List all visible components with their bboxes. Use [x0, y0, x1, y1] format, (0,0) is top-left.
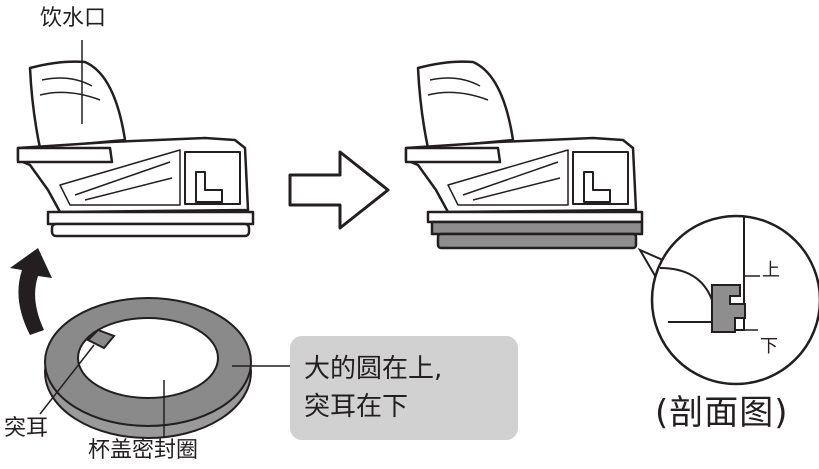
- down-label: 下: [760, 336, 778, 357]
- section-view: [650, 214, 819, 386]
- right-arrow-icon: [288, 150, 390, 230]
- section-view-label: (剖面图): [655, 393, 789, 433]
- instruction-note: 大的圆在上, 突耳在下: [290, 336, 518, 440]
- tab-label: 突耳: [4, 416, 49, 441]
- lid-after: [404, 60, 644, 250]
- note-line-2: 突耳在下: [304, 392, 409, 422]
- seal-ring: [44, 297, 252, 439]
- up-label: 上: [762, 260, 780, 281]
- curved-up-arrow-icon: [10, 248, 52, 335]
- lid-before: [16, 60, 255, 238]
- seal-label: 杯盖密封圈: [88, 438, 199, 463]
- spout-label: 饮水口: [40, 6, 107, 31]
- tab-leader-line: [39, 344, 95, 415]
- note-line-1: 大的圆在上,: [304, 354, 443, 384]
